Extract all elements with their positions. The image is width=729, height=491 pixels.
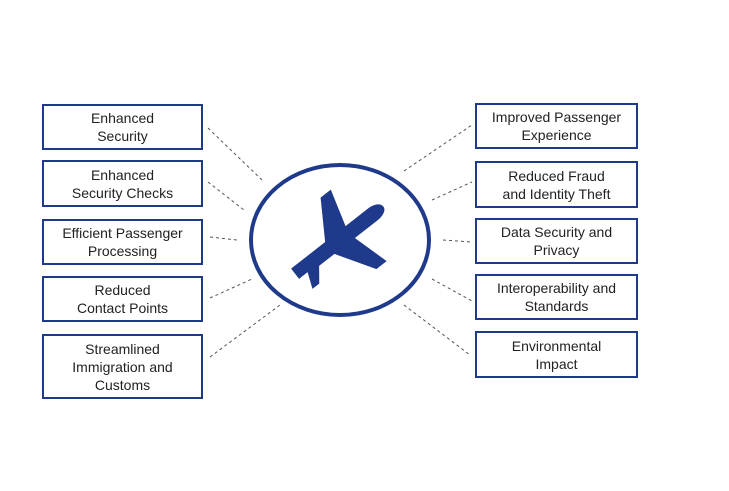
benefit-streamlined-immigration-customs: Streamlined Immigration and Customs <box>42 334 203 399</box>
connectors <box>207 124 473 358</box>
connector-left-1 <box>207 127 263 181</box>
connector-left-3 <box>209 236 238 241</box>
connector-left-2 <box>207 181 245 211</box>
benefit-enhanced-security-checks: Enhanced Security Checks <box>42 160 203 207</box>
benefit-environmental-impact: Environmental Impact <box>475 331 638 378</box>
connector-right-1 <box>403 124 473 172</box>
benefit-enhanced-security: Enhanced Security <box>42 104 203 150</box>
connector-right-2 <box>431 181 473 201</box>
benefit-efficient-passenger-processing: Efficient Passenger Processing <box>42 219 203 265</box>
connector-right-4 <box>431 278 473 302</box>
connector-right-3 <box>442 239 473 243</box>
benefit-interoperability-standards: Interoperability and Standards <box>475 274 638 320</box>
benefit-data-security-privacy: Data Security and Privacy <box>475 218 638 264</box>
connector-right-5 <box>403 304 471 356</box>
airplane-icon <box>291 189 387 289</box>
connector-left-4 <box>209 278 253 299</box>
benefit-improved-passenger-experience: Improved Passenger Experience <box>475 103 638 149</box>
connector-left-5 <box>209 304 281 358</box>
benefit-reduced-contact-points: Reduced Contact Points <box>42 276 203 322</box>
benefit-reduced-fraud-identity-theft: Reduced Fraud and Identity Theft <box>475 161 638 208</box>
